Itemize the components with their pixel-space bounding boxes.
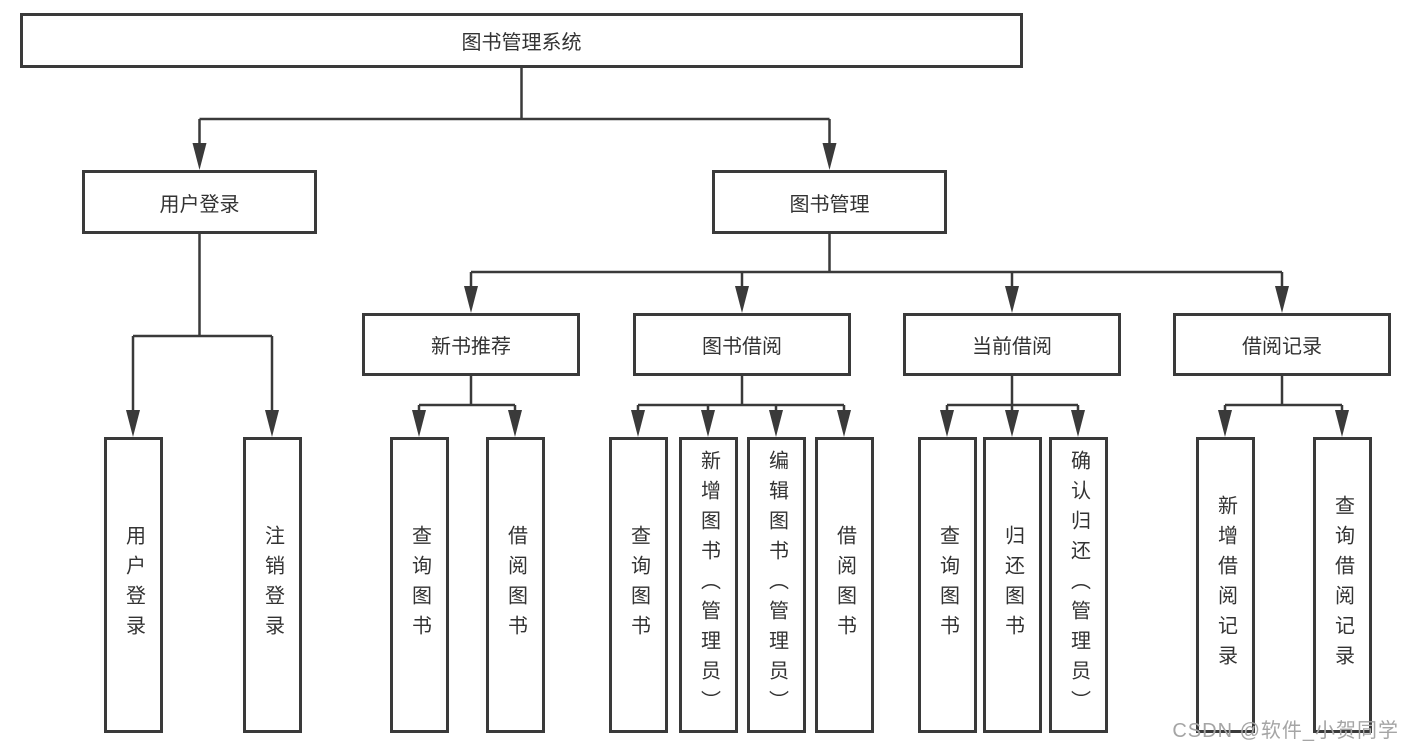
- leaf-borrow-books-recommend: 借阅图书: [486, 437, 545, 733]
- arrowheads: [126, 143, 1349, 437]
- node-current-borrow: 当前借阅: [903, 313, 1121, 376]
- node-book-borrow: 图书借阅: [633, 313, 851, 376]
- leaf-query-books-recommend: 查询图书: [390, 437, 449, 733]
- leaf-borrow-books-borrow: 借阅图书: [815, 437, 874, 733]
- leaf-label: 查询图书: [627, 525, 650, 645]
- leaf-logout: 注销登录: [243, 437, 302, 733]
- node-new-book-recommend: 新书推荐: [362, 313, 580, 376]
- leaf-user-login: 用户登录: [104, 437, 163, 733]
- leaf-label: 查询图书: [408, 525, 431, 645]
- leaf-query-borrow-record: 查询借阅记录: [1313, 437, 1372, 733]
- leaf-edit-book-admin: 编辑图书（管理员）: [747, 437, 806, 733]
- node-root: 图书管理系统: [20, 13, 1023, 68]
- leaf-confirm-return-admin: 确认归还（管理员）: [1049, 437, 1108, 733]
- leaf-label: 编辑图书（管理员）: [765, 450, 788, 720]
- leaf-label: 借阅图书: [504, 525, 527, 645]
- leaf-add-book-admin: 新增图书（管理员）: [679, 437, 738, 733]
- leaf-label: 新增图书（管理员）: [697, 450, 720, 720]
- leaf-label: 查询借阅记录: [1331, 495, 1354, 675]
- leaf-label: 新增借阅记录: [1214, 495, 1237, 675]
- node-book-management: 图书管理: [712, 170, 947, 234]
- node-user-login: 用户登录: [82, 170, 317, 234]
- leaf-label: 用户登录: [122, 525, 145, 645]
- leaf-label: 注销登录: [261, 525, 284, 645]
- leaf-label: 确认归还（管理员）: [1067, 450, 1090, 720]
- leaf-add-borrow-record: 新增借阅记录: [1196, 437, 1255, 733]
- node-borrow-records: 借阅记录: [1173, 313, 1391, 376]
- leaf-query-books-current: 查询图书: [918, 437, 977, 733]
- leaf-label: 归还图书: [1001, 525, 1024, 645]
- leaf-return-book: 归还图书: [983, 437, 1042, 733]
- leaf-query-books-borrow: 查询图书: [609, 437, 668, 733]
- leaf-label: 查询图书: [936, 525, 959, 645]
- leaf-label: 借阅图书: [833, 525, 856, 645]
